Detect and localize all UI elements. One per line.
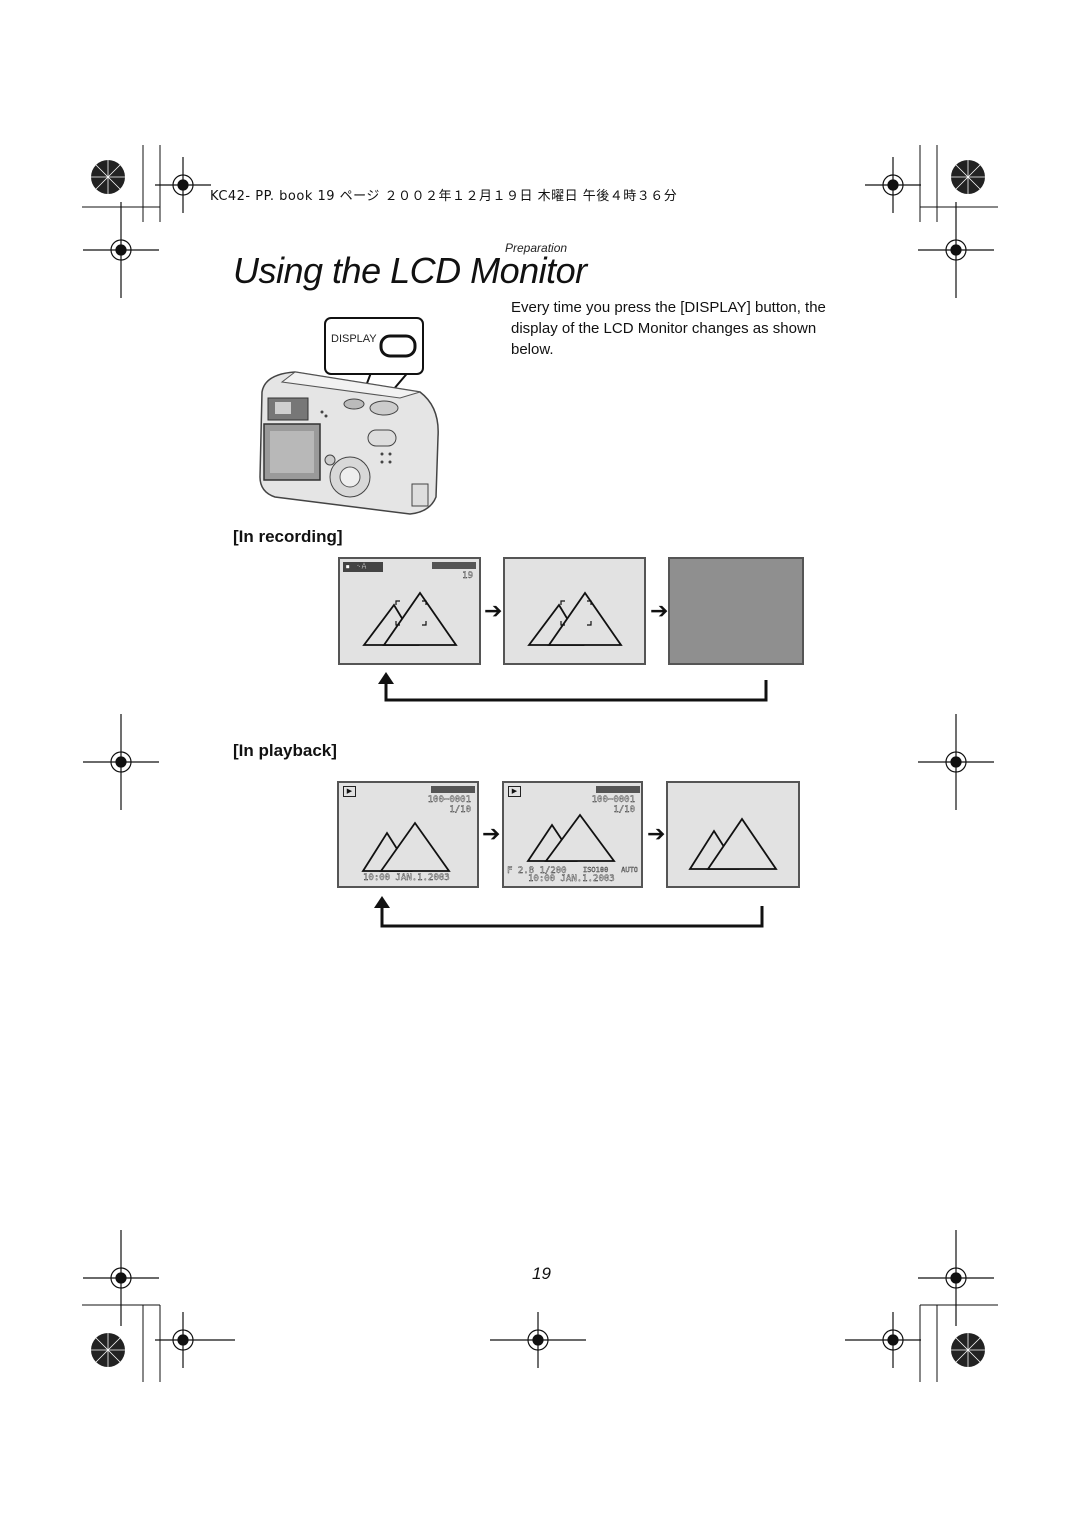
play-icon: ▶ — [343, 786, 356, 797]
camera-illustration: DISPLAY — [250, 312, 450, 522]
quality-battery-indicator — [596, 786, 640, 793]
quality-battery-indicator — [431, 786, 475, 793]
playback-screen-detailed: ▶ 100−0001 1/10 F 2.8 1/200 ISO100 AUTO … — [502, 781, 643, 888]
page-number: 19 — [532, 1264, 551, 1283]
shutter-aperture: F 2.8 1/200 — [507, 866, 567, 876]
intro-text: Every time you press the [DISPLAY] butto… — [511, 299, 826, 358]
playback-heading: [In playback] — [233, 741, 337, 760]
cycle-return-arrow-icon — [374, 896, 764, 928]
mountain-subject-icon — [526, 813, 616, 862]
arrow-right-icon: ➔ — [482, 821, 501, 846]
mountain-subject-icon — [527, 591, 623, 646]
arrow-right-icon: ➔ — [647, 821, 666, 846]
page-title: Using the LCD Monitor — [233, 250, 587, 291]
picture-count: 1/10 — [449, 805, 471, 815]
file-number: 100−0001 — [427, 795, 471, 805]
date-time: 10:00 JAN.1.2003 — [363, 873, 450, 883]
arrow-right-icon: ➔ — [650, 598, 669, 623]
recording-info-row: F 2.8 1/200 ISO100 AUTO — [507, 866, 640, 876]
camera-icon — [259, 317, 439, 515]
cycle-return-arrow-icon — [378, 672, 768, 702]
recording-screen-no-info — [503, 557, 646, 665]
file-header: KC42- PP. book 19 ページ ２００２年１２月１９日 木曜日 午後… — [210, 189, 678, 204]
playback-screen-standard: ▶ 100−0001 1/10 10:00 JAN.1.2003 — [337, 781, 479, 888]
mountain-subject-icon — [362, 591, 458, 646]
section-label: Preparation — [505, 241, 568, 255]
date-time: 10:00 JAN.1.2003 — [528, 874, 615, 884]
file-number: 100−0001 — [591, 795, 635, 805]
play-icon: ▶ — [508, 786, 521, 797]
white-balance: AUTO — [621, 866, 638, 874]
recording-heading: [In recording] — [233, 527, 343, 546]
recording-screen-full-info: ▪ ⚡A 19 — [338, 557, 481, 665]
mode-flash-indicator: ▪ ⚡A — [345, 562, 367, 572]
remaining-frames: 19 — [462, 571, 473, 581]
quality-battery-indicator — [432, 562, 476, 569]
display-button-label: DISPLAY — [331, 333, 377, 345]
mode-bar — [343, 562, 383, 572]
recording-screen-off — [668, 557, 804, 665]
mountain-subject-icon — [361, 821, 451, 872]
picture-count: 1/10 — [613, 805, 635, 815]
iso-setting: ISO100 — [583, 866, 609, 874]
mountain-subject-icon — [688, 817, 778, 870]
playback-screen-no-info — [666, 781, 800, 888]
arrow-right-icon: ➔ — [484, 598, 503, 623]
